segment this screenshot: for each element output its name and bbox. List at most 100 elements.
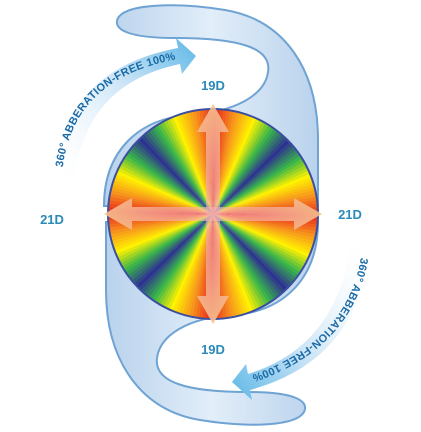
spectrum-wedge — [213, 140, 311, 214]
spectrum-wedge — [178, 109, 213, 214]
spectrum-wedge — [133, 120, 213, 214]
spectrum-wedge — [213, 214, 277, 319]
spectrum-wedge — [170, 109, 213, 214]
spectrum-wedge — [117, 137, 213, 214]
spectrum-wedge — [149, 109, 213, 214]
spectrum-wedge — [170, 214, 213, 319]
spectrum-wedge — [213, 134, 307, 214]
spectrum-wedge — [156, 214, 213, 319]
spectrum-wedge — [120, 134, 213, 214]
spectrum-wedge — [213, 137, 309, 214]
spectrum-wedge — [213, 129, 301, 214]
spectrum-wedge — [213, 214, 298, 302]
spectrum-wedge — [213, 112, 281, 214]
spectrum-wedge — [149, 214, 213, 318]
spectrum-wedge — [108, 167, 213, 214]
spectrum-wedge — [213, 214, 318, 261]
spectrum-wedge — [213, 214, 248, 319]
label-right-21d: 21D — [338, 207, 362, 222]
spectrum-wedge — [122, 214, 213, 297]
spectrum-wedge — [213, 109, 274, 214]
spectrum-wedge — [213, 214, 273, 319]
spectrum-wedge — [213, 179, 318, 214]
spectrum-wedge — [110, 214, 213, 281]
spectrum-wedge — [213, 144, 314, 214]
spectrum-wedge — [108, 214, 213, 268]
spectrum-wedge — [213, 214, 306, 294]
spectrum-wedge — [115, 214, 213, 288]
spectrum-wedge — [213, 214, 315, 282]
spectrum-wedge — [213, 214, 313, 285]
spectrum-wedge — [166, 214, 213, 319]
spectrum-wedge — [108, 157, 213, 214]
spectrum-wedge — [213, 150, 318, 214]
spectrum-wedge — [213, 214, 318, 257]
spectrum-wedge — [119, 214, 213, 294]
spectrum-wedge — [213, 214, 293, 308]
spectrum-wedge — [108, 171, 213, 214]
label-top-19d: 19D — [201, 78, 225, 93]
spectrum-wedge — [213, 109, 263, 214]
spectrum-wedge — [213, 182, 318, 214]
spectrum-wedge — [181, 109, 213, 214]
spectrum-wedge — [213, 109, 256, 214]
spectrum-wedge — [108, 214, 213, 274]
spectrum-wedge — [213, 214, 287, 312]
spectrum-wedge — [108, 214, 213, 246]
spectrum-wedge — [111, 146, 213, 214]
spectrum-wedge — [213, 214, 318, 268]
spectrum-wedge — [213, 110, 277, 214]
spectrum-wedge — [108, 164, 213, 214]
spectrum-wedge — [213, 214, 256, 319]
label-left-21d: 21D — [40, 212, 64, 227]
spectrum-wedge — [213, 214, 252, 319]
spectrum-wedge — [108, 214, 213, 260]
spectrum-wedge — [136, 214, 213, 310]
spectrum-wedge — [130, 214, 213, 305]
spectrum-wedge — [117, 214, 213, 291]
spectrum-wedge — [159, 109, 213, 214]
spectrum-wedge — [213, 214, 309, 291]
spectrum-wedge — [128, 126, 213, 214]
spectrum-wedge — [213, 214, 311, 288]
spectrum-wedge — [213, 214, 270, 319]
arc-arrow-lower-right — [232, 244, 370, 400]
spectrum-wedge — [108, 214, 213, 257]
spectrum-wedge — [127, 214, 213, 302]
spectrum-wedge — [122, 131, 213, 214]
spectrum-wedge — [139, 214, 213, 312]
spectrum-wedge — [213, 121, 293, 214]
spectrum-wedge — [174, 109, 213, 214]
spectrum-wedge — [213, 168, 318, 214]
spectrum-wedge — [213, 164, 318, 214]
spectrum-wedge — [108, 214, 213, 271]
spectrum-wedge — [213, 126, 299, 214]
spectrum-wedge — [142, 214, 213, 314]
spectrum-wedge — [213, 157, 318, 214]
spectrum-wedge — [213, 118, 290, 214]
arc-arrow-upper-left — [55, 38, 196, 182]
spectrum-wedge — [113, 143, 213, 214]
optic-disc — [108, 109, 318, 319]
spectrum-wedge — [136, 118, 213, 214]
spectrum-wedge — [213, 214, 318, 275]
spectrum-wedge — [108, 214, 213, 264]
spectrum-wedge — [125, 128, 213, 214]
spectrum-wedge — [145, 214, 213, 316]
label-bottom-19d: 19D — [201, 342, 225, 357]
spectrum-wedge — [163, 214, 213, 319]
spectrum-wedge — [213, 147, 316, 214]
spectrum-wedge — [213, 214, 304, 297]
spectrum-wedge — [146, 111, 213, 214]
spectrum-wedge — [213, 214, 318, 264]
spectrum-wedge — [133, 214, 213, 307]
spectrum-wedge — [159, 214, 213, 319]
spectrum-wedge — [143, 113, 213, 214]
horizontal-double-arrow — [104, 198, 322, 230]
spectrum-wedge — [156, 109, 213, 214]
spectrum-wedge — [115, 140, 213, 214]
spectrum-wedge — [213, 109, 270, 214]
spectrum-wedge — [213, 214, 290, 310]
spectrum-wedge — [163, 109, 213, 214]
